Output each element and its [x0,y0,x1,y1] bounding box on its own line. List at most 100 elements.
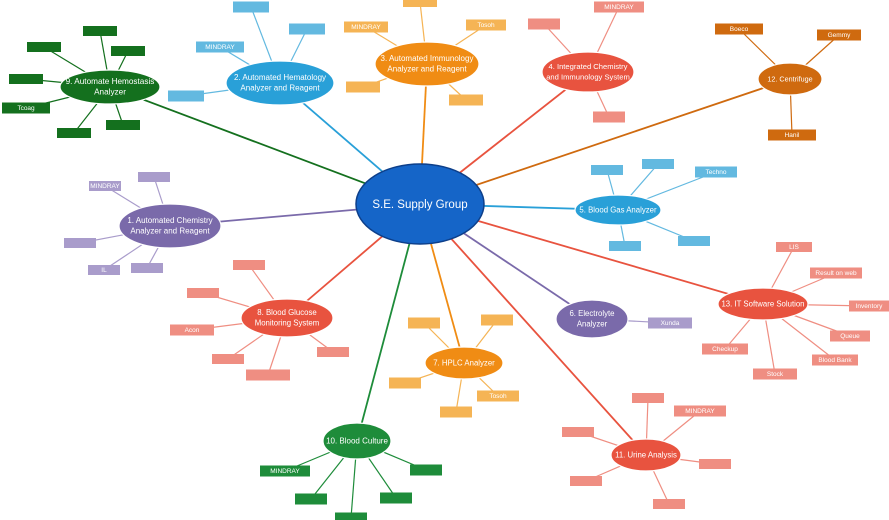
leaf-node[interactable] [481,314,513,326]
leaf-label: Queue [840,333,860,340]
leaf-node[interactable] [609,241,641,251]
leaf-node[interactable]: MINDRAY [196,41,244,53]
leaf-node[interactable] [168,90,204,102]
leaf-node[interactable] [212,354,244,364]
leaf-node[interactable]: MINDRAY [89,181,121,191]
leaf-node[interactable] [562,427,594,437]
leaf-node[interactable] [64,238,96,248]
branch-node-shape [118,203,222,249]
leaf-node[interactable] [591,165,623,175]
leaf-node[interactable] [440,406,472,418]
leaf-node[interactable] [699,459,731,469]
branch-label-line1: 6. Electrolyte [569,309,614,318]
leaf-node[interactable]: Queue [830,330,870,342]
leaf-node[interactable]: Result on web [810,267,862,279]
leaf-box [187,288,219,298]
leaf-node[interactable]: Stock [753,368,797,380]
leaf-node[interactable] [246,369,290,381]
leaf-node[interactable] [57,128,91,138]
leaf-node[interactable]: LIS [776,242,812,252]
branch-node-b12[interactable]: 12. Centrifuge [757,62,823,96]
leaf-node[interactable] [408,317,440,329]
leaf-node[interactable]: IL [88,265,120,275]
leaf-label: Hanil [785,132,800,139]
leaf-box [295,493,327,505]
branch-node-b10[interactable]: 10. Blood Culture [322,422,392,460]
leaf-node[interactable] [111,46,145,56]
leaf-node[interactable] [410,464,442,476]
branch-node-shape [555,299,629,339]
branch-label-line2: Analyzer [94,88,126,97]
leaf-box [346,81,380,93]
leaf-node[interactable] [678,236,710,246]
leaf-node[interactable] [632,393,664,403]
leaf-node[interactable] [389,377,421,389]
branch-node-b5[interactable]: 5. Blood Gas Analyzer [574,194,662,226]
leaf-box [702,343,748,355]
leaf-node[interactable]: Tosoh [477,390,519,402]
leaf-node[interactable] [187,288,219,298]
leaf-node[interactable]: MINDRAY [594,1,644,13]
leaf-node[interactable]: Gemmy [817,29,861,41]
leaf-node[interactable]: MINDRAY [344,21,388,33]
leaf-node[interactable]: Hanil [768,129,816,141]
leaf-box [699,459,731,469]
leaf-node[interactable] [131,263,163,273]
leaf-node[interactable]: MINDRAY [674,405,726,417]
leaf-node[interactable] [335,512,367,520]
leaf-box [817,29,861,41]
leaf-node[interactable] [380,492,412,504]
leaf-box [9,74,43,84]
leaf-node[interactable]: Tcoag [2,102,50,114]
leaf-node[interactable] [346,81,380,93]
leaf-node[interactable] [233,1,269,13]
leaf-node[interactable]: Xunda [648,317,692,329]
leaf-node[interactable]: MINDRAY [260,465,310,477]
leaf-node[interactable] [233,260,265,270]
leaf-node[interactable] [570,476,602,486]
branch-label-line1: 12. Centrifuge [767,74,812,83]
center-node[interactable]: S.E. Supply Group [355,163,485,245]
leaf-node[interactable] [289,23,325,35]
leaf-node[interactable] [317,347,349,357]
leaf-node[interactable] [83,26,117,36]
leaf-node[interactable]: Techno [695,166,737,178]
leaf-node[interactable] [449,94,483,106]
leaf-node[interactable] [403,0,437,7]
leaf-node[interactable]: Tosoh [466,19,506,31]
leaf-label: Checkup [712,346,738,353]
leaf-node[interactable] [27,42,61,52]
leaf-box [593,111,625,123]
leaf-box [440,406,472,418]
branch-node-b11[interactable]: 11. Urine Analysis [610,438,682,472]
leaf-node[interactable]: Blood Bank [812,354,858,366]
leaf-box [106,120,140,130]
leaf-box [138,172,170,182]
leaf-label: Blood Bank [818,357,852,364]
leaf-node[interactable]: Checkup [702,343,748,355]
leaf-node[interactable] [295,493,327,505]
leaf-node[interactable] [593,111,625,123]
branch-node-b13[interactable]: 13. IT Software Solution [717,287,809,321]
leaf-node[interactable]: Boeco [715,23,763,35]
branch-label-line2: Analyzer and Reagent [130,227,210,236]
branch-node-b7[interactable]: 7. HPLC Analyzer [424,346,504,380]
leaf-label: Gemmy [828,32,852,39]
leaf-node[interactable] [9,74,43,84]
leaf-node[interactable] [138,172,170,182]
leaf-node[interactable] [106,120,140,130]
leaf-node[interactable]: Acon [170,324,214,336]
leaf-node[interactable] [528,18,560,30]
branch-node-shape [717,287,809,321]
leaf-node[interactable] [642,159,674,169]
leaf-label: Tosoh [489,393,507,400]
leaf-node[interactable]: Inventory [849,300,889,312]
leaf-node[interactable] [653,499,685,509]
